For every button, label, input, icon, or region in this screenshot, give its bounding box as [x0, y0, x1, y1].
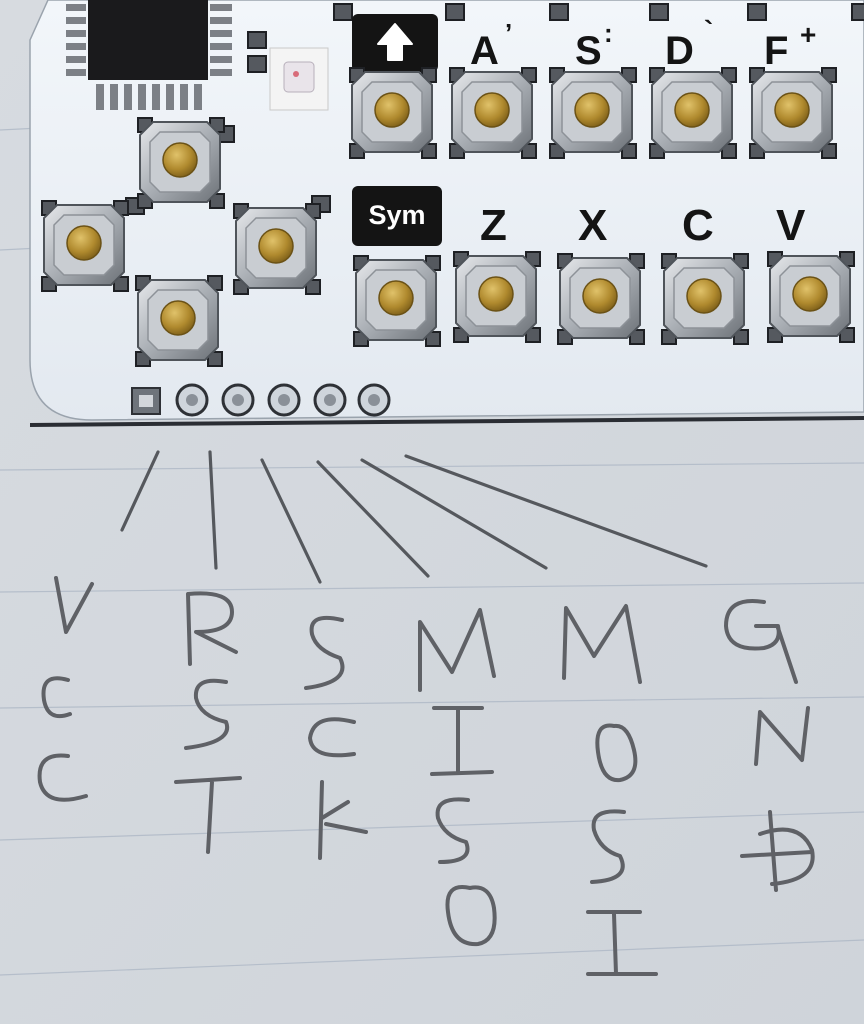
- hand-column-vcc: V C C: [37, 576, 94, 802]
- rgb-led: [269, 47, 329, 111]
- chip-pin: [110, 84, 118, 110]
- chip-pin: [180, 84, 188, 110]
- hand-column-sck: S C K: [304, 615, 368, 860]
- silk-letter-z: Z: [480, 201, 507, 250]
- silk-mark-f: +: [800, 19, 816, 50]
- chip-pin: [152, 84, 160, 110]
- silkscreen-row1: A ’ S : D ` F +: [470, 15, 816, 73]
- chip-pin: [66, 69, 86, 76]
- tactile-button: [767, 251, 855, 343]
- paper-ruled-lines: [0, 127, 864, 976]
- chip-pin: [210, 43, 232, 50]
- tactile-button: [453, 251, 541, 343]
- hand-column-miso: M I S O: [418, 608, 497, 947]
- hand-column-mosi: M O S I: [562, 604, 658, 976]
- chip-pin: [166, 84, 174, 110]
- hand-column-gnd: G N D: [724, 599, 815, 892]
- chip-pin: [66, 56, 86, 63]
- silk-mark-a: ’: [505, 18, 512, 48]
- chip-pin: [138, 84, 146, 110]
- tactile-button: [349, 67, 437, 159]
- tactile-button: [649, 67, 737, 159]
- silk-mark-s: :: [604, 18, 613, 48]
- solder-pad: [445, 3, 465, 21]
- tactile-button: [137, 117, 225, 209]
- tactile-buttons: [41, 67, 855, 367]
- silk-letter-c: C: [682, 201, 714, 250]
- silk-letter-v: V: [776, 201, 806, 250]
- solder-pad: [851, 3, 864, 21]
- shift-key-label: [352, 14, 438, 72]
- silkscreen-row2: Z X C V: [480, 201, 806, 250]
- pencil-pin-lines: [120, 450, 708, 584]
- microcontroller-chip: [66, 0, 232, 110]
- chip-pin: [210, 4, 232, 11]
- silk-letter-x: X: [578, 201, 607, 250]
- silk-letter-s: S: [575, 29, 602, 73]
- sym-label-text: Sym: [368, 200, 425, 230]
- tactile-button: [661, 253, 749, 345]
- chip-pin: [210, 56, 232, 63]
- chip-pin: [66, 4, 86, 11]
- chip-pin: [210, 17, 232, 24]
- solder-pad: [333, 3, 353, 21]
- tactile-button: [353, 255, 441, 347]
- silk-letter-f: F: [764, 29, 788, 73]
- tactile-button: [41, 200, 129, 292]
- silk-letter-a: A: [470, 29, 499, 73]
- header-pins: [131, 383, 391, 417]
- tactile-button: [233, 203, 321, 295]
- silk-letter-d: D: [665, 29, 694, 73]
- chip-pin: [210, 69, 232, 76]
- tactile-button: [749, 67, 837, 159]
- solder-pad: [549, 3, 569, 21]
- solder-pad: [649, 3, 669, 21]
- solder-pad: [247, 31, 267, 49]
- solder-pad: [247, 55, 267, 73]
- handwritten-pin-names: V C C R S T S C K M I: [37, 576, 815, 976]
- solder-pad: [747, 3, 767, 21]
- sym-key-label: Sym: [352, 186, 442, 246]
- chip-pin: [66, 30, 86, 37]
- chip-pin: [124, 84, 132, 110]
- chip-pin: [66, 17, 86, 24]
- chip-pin: [66, 43, 86, 50]
- hand-column-rst: R S T: [174, 591, 242, 854]
- tactile-button: [449, 67, 537, 159]
- chip-pin: [210, 30, 232, 37]
- chip-pin: [194, 84, 202, 110]
- tactile-button: [135, 275, 223, 367]
- chip-pin: [96, 84, 104, 110]
- up-arrow-icon: [377, 23, 413, 61]
- tactile-button: [557, 253, 645, 345]
- tactile-button: [549, 67, 637, 159]
- silk-mark-d: `: [704, 15, 713, 46]
